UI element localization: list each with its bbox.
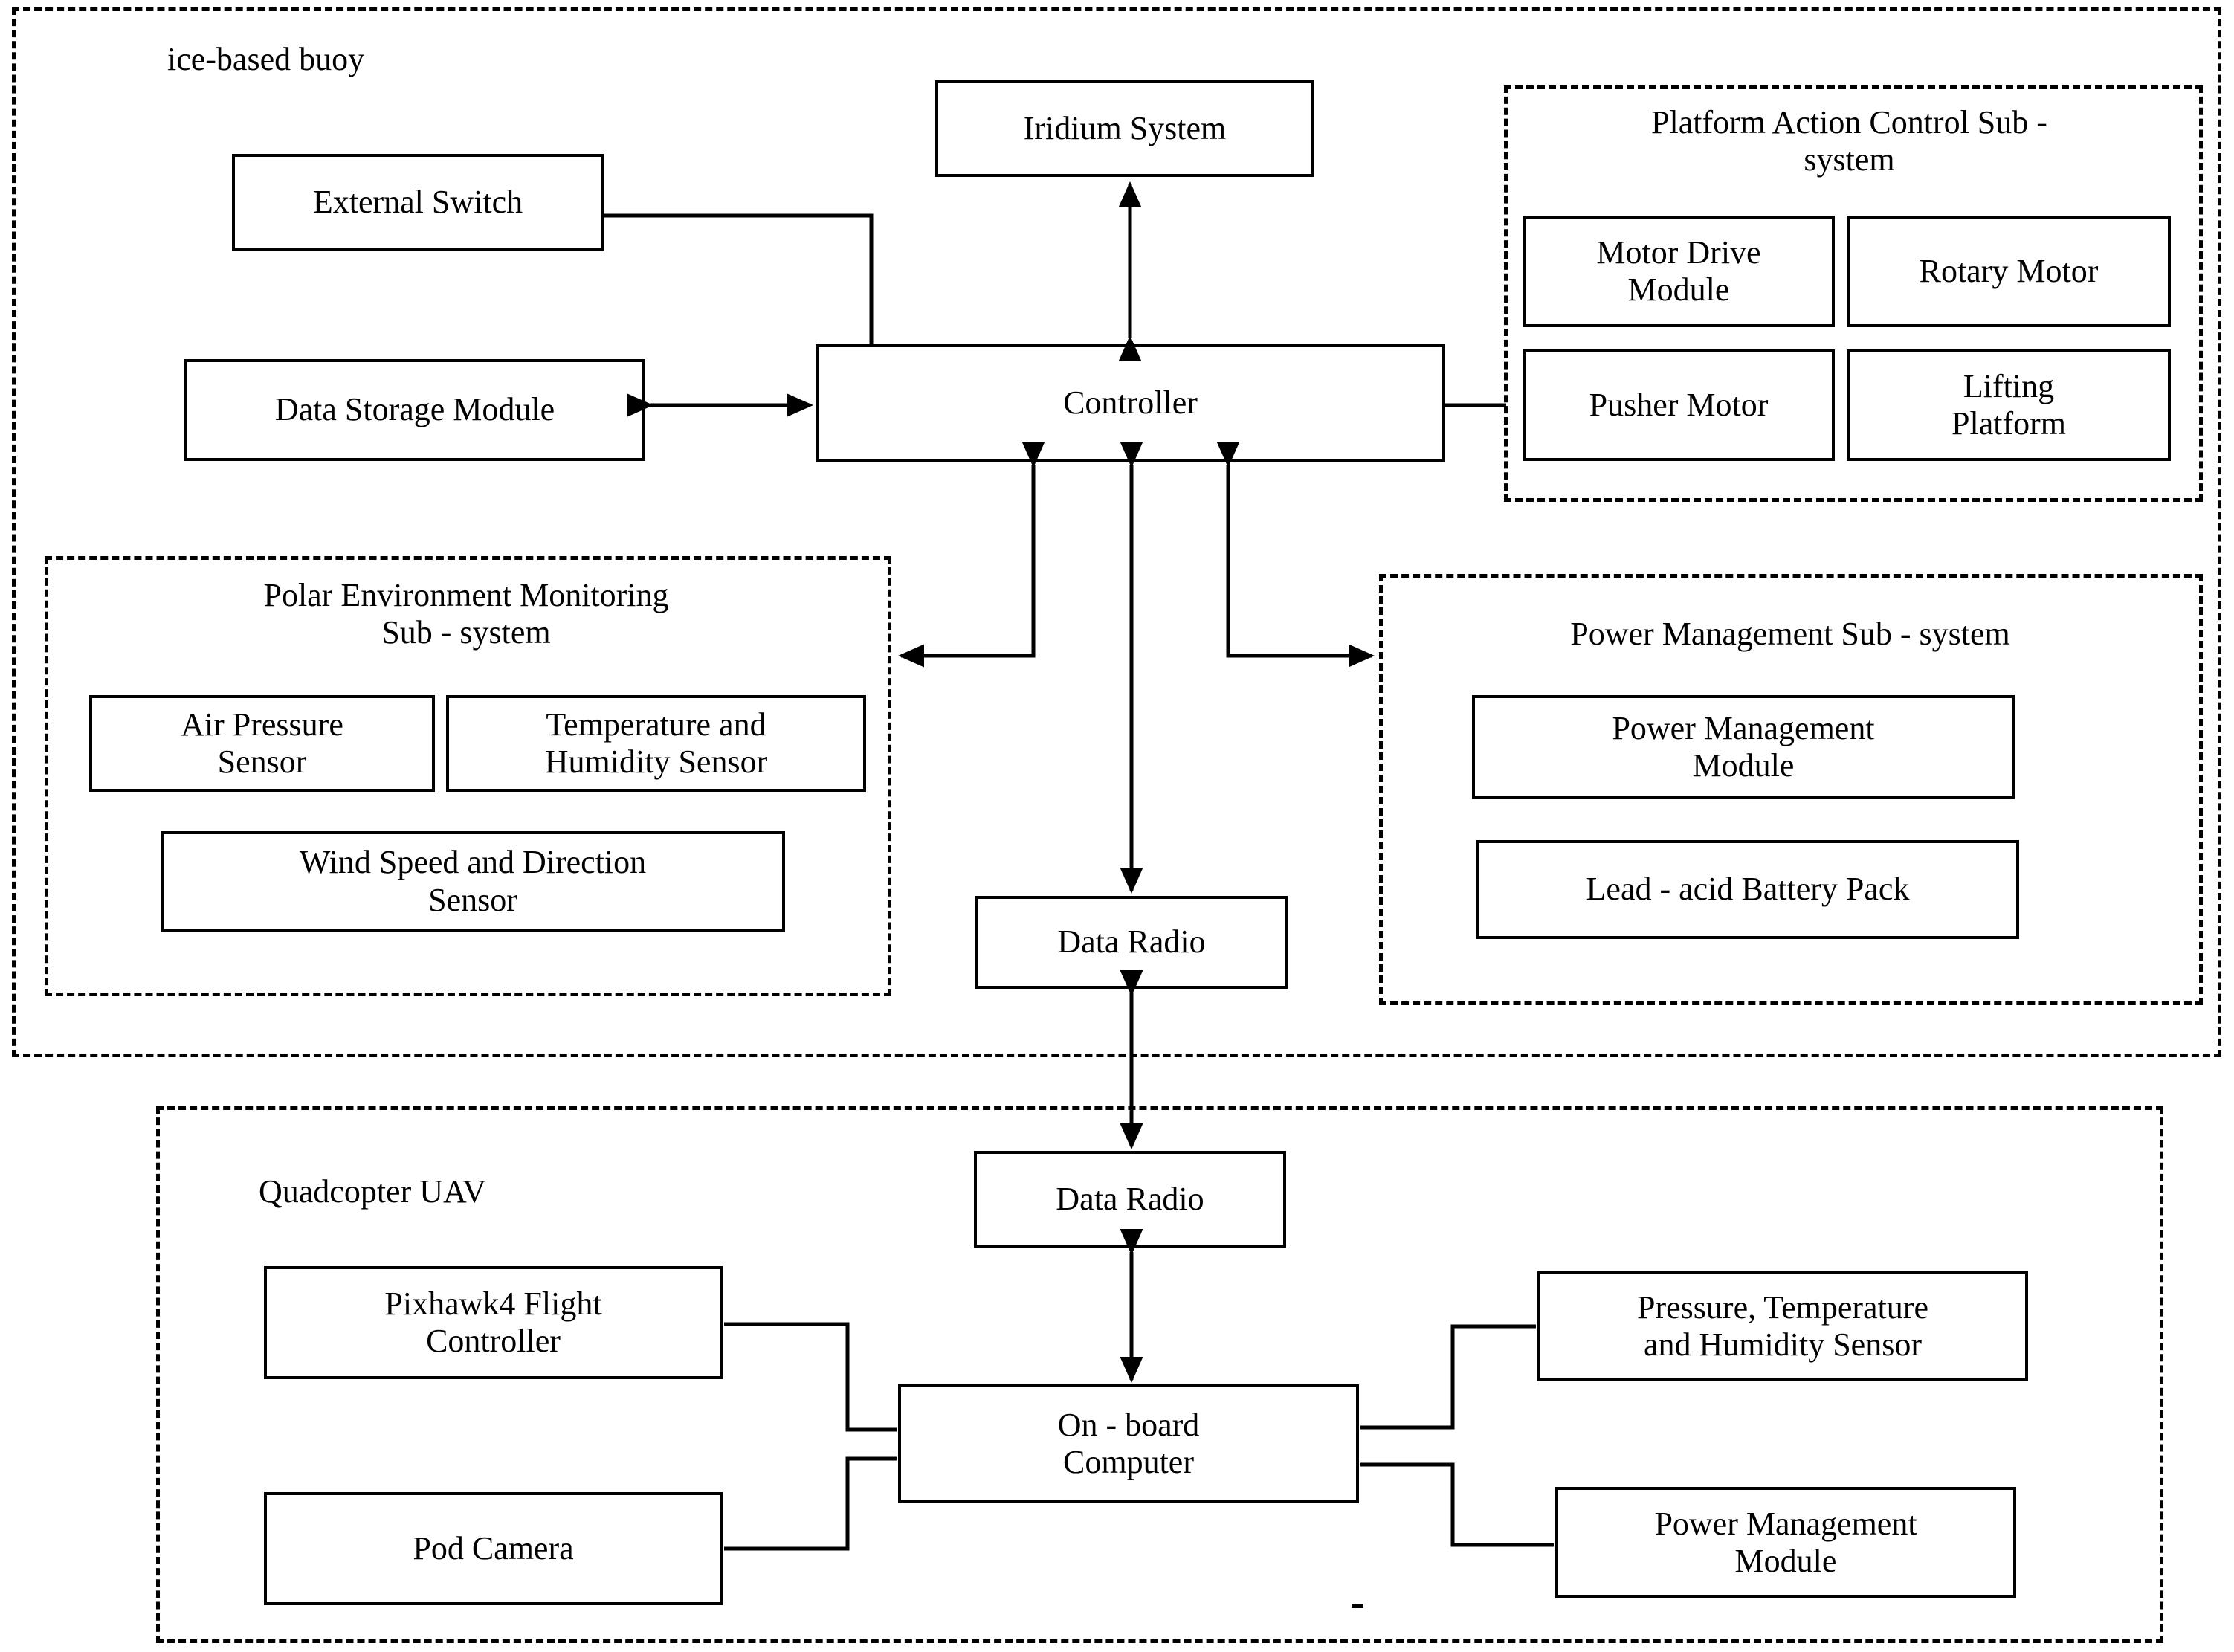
box-onboard-computer: On - board Computer	[898, 1384, 1359, 1503]
box-power-management-module: Power Management Module	[1472, 695, 2015, 799]
box-lifting-platform: Lifting Platform	[1847, 349, 2171, 461]
box-wind-speed-direction-sensor: Wind Speed and Direction Sensor	[161, 831, 785, 932]
group-label-ice-based-buoy: ice-based buoy	[167, 41, 365, 77]
group-polar-environment-monitoring	[45, 556, 891, 996]
box-lead-acid-battery-pack: Lead - acid Battery Pack	[1476, 840, 2019, 939]
box-external-switch: External Switch	[232, 154, 604, 251]
box-data-radio-uav: Data Radio	[974, 1151, 1286, 1248]
box-uav-pressure-temperature-humidity-sensor: Pressure, Temperature and Humidity Senso…	[1537, 1271, 2028, 1381]
group-quadcopter-uav	[156, 1106, 2163, 1643]
box-temperature-humidity-sensor: Temperature and Humidity Sensor	[446, 695, 866, 792]
group-power-management	[1379, 574, 2203, 1005]
box-uav-power-management-module: Power Management Module	[1555, 1487, 2016, 1598]
group-label-power-management: Power Management Sub - system	[1570, 616, 2010, 652]
group-label-quadcopter-uav: Quadcopter UAV	[259, 1173, 486, 1210]
group-label-polar-environment-monitoring: Polar Environment Monitoring Sub - syste…	[263, 577, 669, 651]
box-pixhawk4-flight-controller: Pixhawk4 Flight Controller	[264, 1266, 723, 1379]
group-label-platform-action-control: Platform Action Control Sub - system	[1651, 104, 2047, 178]
box-motor-drive-module: Motor Drive Module	[1523, 216, 1835, 327]
box-air-pressure-sensor: Air Pressure Sensor	[89, 695, 435, 792]
box-data-radio-buoy: Data Radio	[975, 896, 1288, 989]
box-controller: Controller	[816, 344, 1445, 462]
group-ice-based-buoy	[12, 7, 2221, 1057]
box-pod-camera: Pod Camera	[264, 1492, 723, 1605]
box-rotary-motor: Rotary Motor	[1847, 216, 2171, 327]
box-data-storage-module: Data Storage Module	[184, 359, 645, 461]
group-platform-action-control	[1504, 85, 2203, 502]
box-pusher-motor: Pusher Motor	[1523, 349, 1835, 461]
artifact-dash	[1352, 1604, 1363, 1608]
box-iridium-system: Iridium System	[935, 80, 1314, 177]
